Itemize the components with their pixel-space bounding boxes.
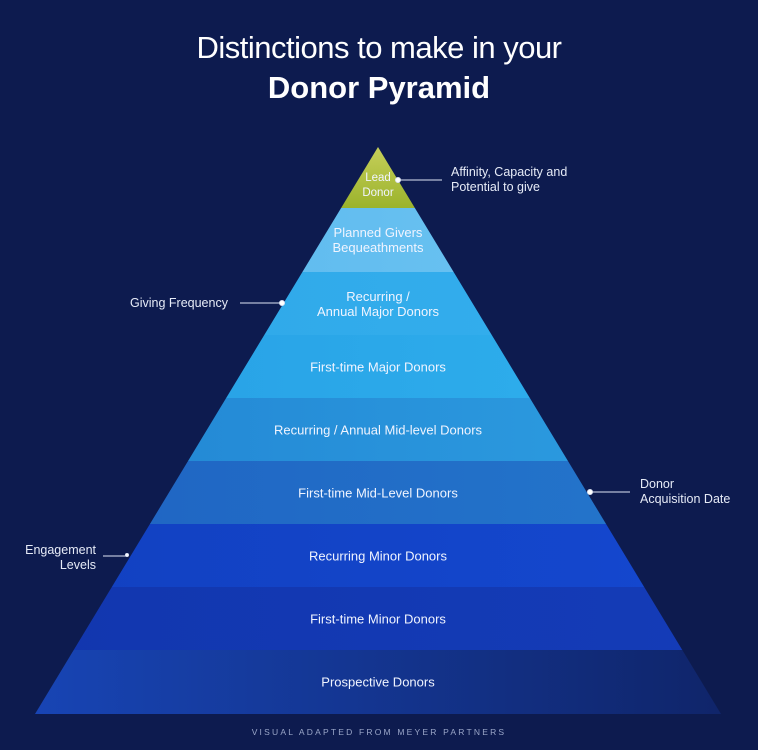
title-line-1: Distinctions to make in your [196,30,562,65]
lead-note-dot [395,177,401,183]
tier-label: Lead Donor [362,171,394,199]
note-acquisition-date: Donor Acquisition Date [640,477,731,506]
engagement-note-dot [125,553,129,557]
credit-text: VISUAL ADAPTED FROM MEYER PARTNERS [251,727,507,737]
tier-label: First-time Major Donors [310,359,446,374]
title-line-2: Donor Pyramid [267,70,491,105]
tier-label: Recurring / Annual Mid-level Donors [273,422,483,437]
note-engagement-levels: Engagement Levels [25,543,96,572]
tier-label: Prospective Donors [321,674,435,690]
annotation-lines [103,177,630,557]
frequency-note-dot [279,300,285,306]
tier-label: Recurring Minor Donors [309,548,447,563]
tier-label: Recurring / Annual Major Donors [316,288,440,319]
tier-label: Planned Givers Bequeathments [332,225,424,255]
tier-label: First-time Minor Donors [310,611,446,626]
note-lead-donor: Affinity, Capacity and Potential to give [451,165,568,194]
acquisition-note-dot [587,489,593,495]
tier-label: First-time Mid-Level Donors [298,485,458,500]
tier-band-6 [35,524,721,587]
tier-band-8 [35,650,721,714]
tier-band-7 [35,587,721,650]
note-giving-frequency: Giving Frequency [130,296,228,310]
